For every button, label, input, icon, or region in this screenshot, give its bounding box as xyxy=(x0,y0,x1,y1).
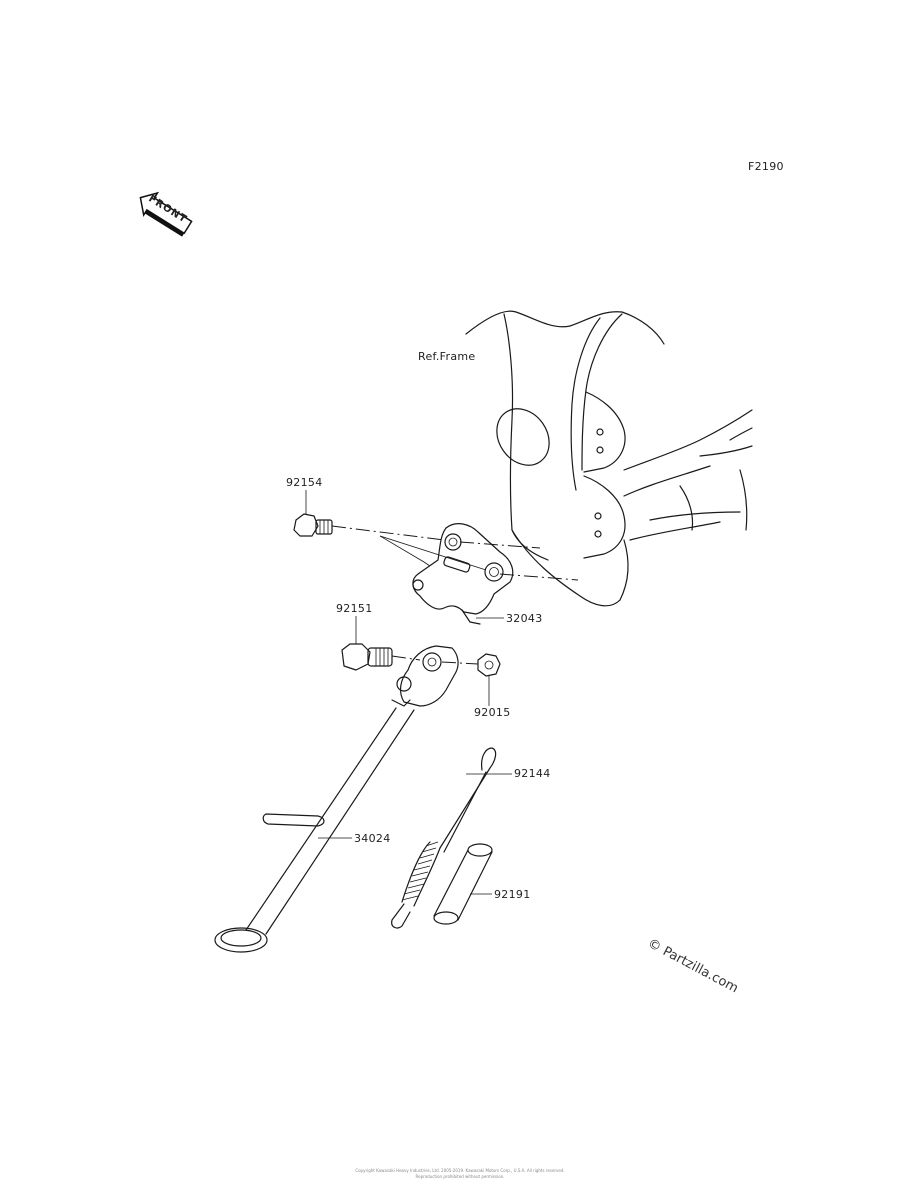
part-number-32043[interactable]: 32043 xyxy=(506,612,543,625)
frame-outline xyxy=(465,310,753,607)
leader-lines xyxy=(305,490,512,895)
part-number-92015[interactable]: 92015 xyxy=(474,706,511,719)
part-number-92154[interactable]: 92154 xyxy=(286,476,323,489)
footer-line-1: Copyright Kawasaki Heavy Industries, Ltd… xyxy=(355,1168,565,1173)
bolt-92154 xyxy=(293,513,333,537)
spring-92144 xyxy=(391,747,497,929)
bracket-32043 xyxy=(412,523,514,625)
assembly-lines xyxy=(331,525,579,665)
part-number-34024[interactable]: 34024 xyxy=(354,832,391,845)
footer-line-2: Reproduction prohibited without permissi… xyxy=(415,1174,505,1179)
part-number-92191[interactable]: 92191 xyxy=(494,888,531,901)
nut-92015 xyxy=(477,653,501,677)
figure-code: F2190 xyxy=(748,160,784,173)
sleeve-92191 xyxy=(433,843,493,925)
bolt-92151 xyxy=(341,643,393,671)
front-arrow-icon: FRONT xyxy=(132,180,198,246)
part-number-92144[interactable]: 92144 xyxy=(514,767,551,780)
stand-34024 xyxy=(214,645,459,953)
ref-frame-label: Ref.Frame xyxy=(418,350,476,363)
part-number-92151[interactable]: 92151 xyxy=(336,602,373,615)
